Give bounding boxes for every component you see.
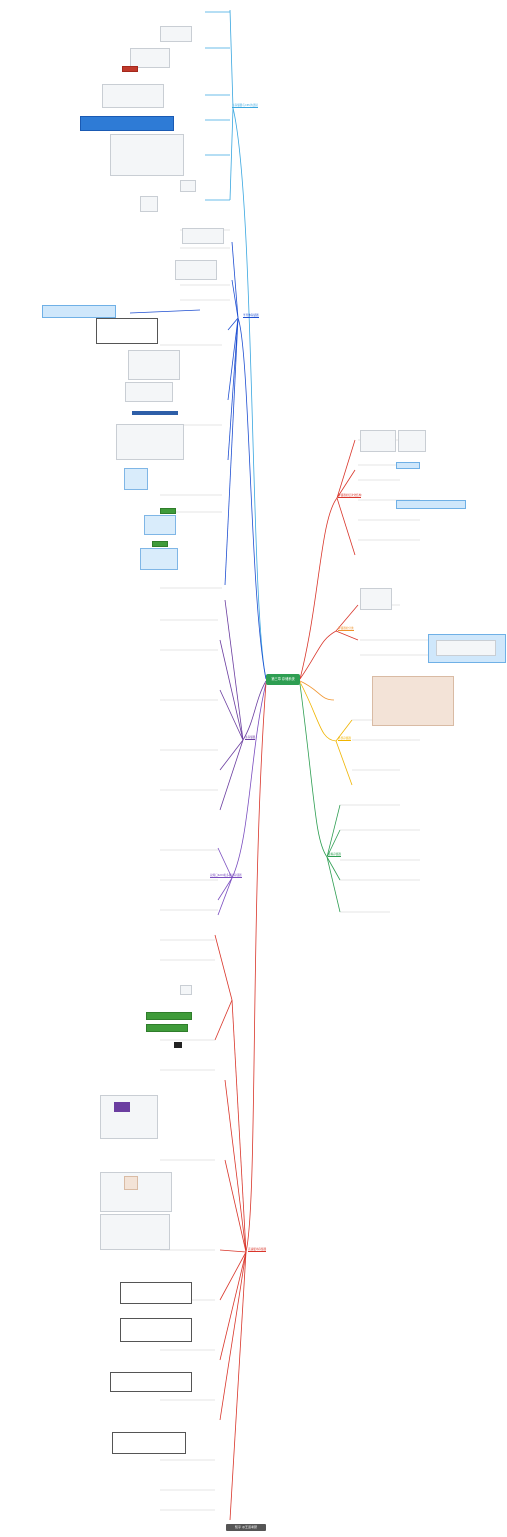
figure-pyramid xyxy=(360,430,396,452)
branch-connector-blue xyxy=(129,241,267,680)
callout-hierarchy xyxy=(396,462,420,469)
branch-classification[interactable]: 存储器的分类 xyxy=(338,627,354,632)
figure-bus-diagram xyxy=(160,26,192,42)
figure-replacement-table-2 xyxy=(120,1318,192,1342)
figure-small-chip xyxy=(180,180,196,192)
branch-external[interactable]: 外部存储器 xyxy=(338,737,351,742)
callout-refresh-note xyxy=(42,305,116,318)
figure-black-marker xyxy=(174,1042,182,1048)
leaf-lines-right xyxy=(340,439,430,913)
figure-blue-diagram xyxy=(144,515,176,535)
center-topic[interactable]: 第三章 存储系统 xyxy=(266,674,300,685)
figure-replacement-table-4 xyxy=(112,1432,186,1454)
figure-memory-expansion xyxy=(110,134,184,176)
figure-green-highlight-2 xyxy=(146,1024,188,1032)
branch-connector-purple xyxy=(219,599,267,811)
figure-hierarchy-table xyxy=(398,430,426,452)
figure-cache-mapping-3 xyxy=(100,1214,170,1250)
branch-semiconductor[interactable]: 半导体存储器 xyxy=(243,314,259,319)
figure-tan-block xyxy=(124,1176,138,1190)
figure-classification-inner xyxy=(436,640,496,656)
branch-connector-purple2 xyxy=(217,682,267,916)
figure-sram-structure xyxy=(182,228,224,244)
figure-formula-box xyxy=(180,985,192,995)
branch-connector-orange xyxy=(299,680,335,701)
branch-virtual[interactable]: 虚拟存储器 xyxy=(328,853,341,858)
branch-connector-red xyxy=(214,682,267,1521)
figure-external-table xyxy=(372,676,454,726)
figure-rom-structure xyxy=(128,350,180,380)
figure-blue-stack xyxy=(124,468,148,490)
branch-main-cpu-connect[interactable]: 主存储器与CPU的连接 xyxy=(232,104,259,109)
figure-rom-types xyxy=(125,382,173,402)
figure-replacement-table-3 xyxy=(110,1372,192,1392)
figure-address-decoding xyxy=(102,84,164,108)
branch-connector-sky xyxy=(205,9,267,680)
figure-classification-diagram xyxy=(360,588,392,610)
branch-main-memory[interactable]: 主存储器 xyxy=(245,736,256,741)
watermark-badge: 知乎 @王道考研 xyxy=(226,1524,266,1531)
callout-blue-bar xyxy=(396,500,466,509)
figure-green-label-2 xyxy=(152,541,168,547)
figure-replacement-table-1 xyxy=(120,1282,192,1304)
figure-chip-diagram xyxy=(130,48,170,68)
branch-connector-green xyxy=(299,683,341,913)
callout-blue-note xyxy=(80,116,174,131)
figure-refresh-table xyxy=(96,318,158,344)
branch-cache[interactable]: 高速缓冲存储器 xyxy=(248,1248,267,1253)
figure-purple-block xyxy=(114,1102,130,1112)
figure-bar-divider xyxy=(132,411,178,415)
figure-blue-diagram-2 xyxy=(140,548,178,570)
branch-connector-yellow xyxy=(299,681,353,786)
figure-red-label xyxy=(122,66,138,72)
branch-hierarchy[interactable]: 存储器的层次化结构 xyxy=(338,494,362,499)
figure-green-label xyxy=(160,508,176,514)
figure-memory-chips-row xyxy=(116,424,184,460)
figure-small-chip-2 xyxy=(140,196,158,212)
branch-connector-right-red xyxy=(299,439,359,680)
figure-dram-structure xyxy=(175,260,217,280)
figure-green-highlight xyxy=(146,1012,192,1020)
branch-dual-port[interactable]: 双端口RAM和多模块存储器 xyxy=(210,874,242,879)
